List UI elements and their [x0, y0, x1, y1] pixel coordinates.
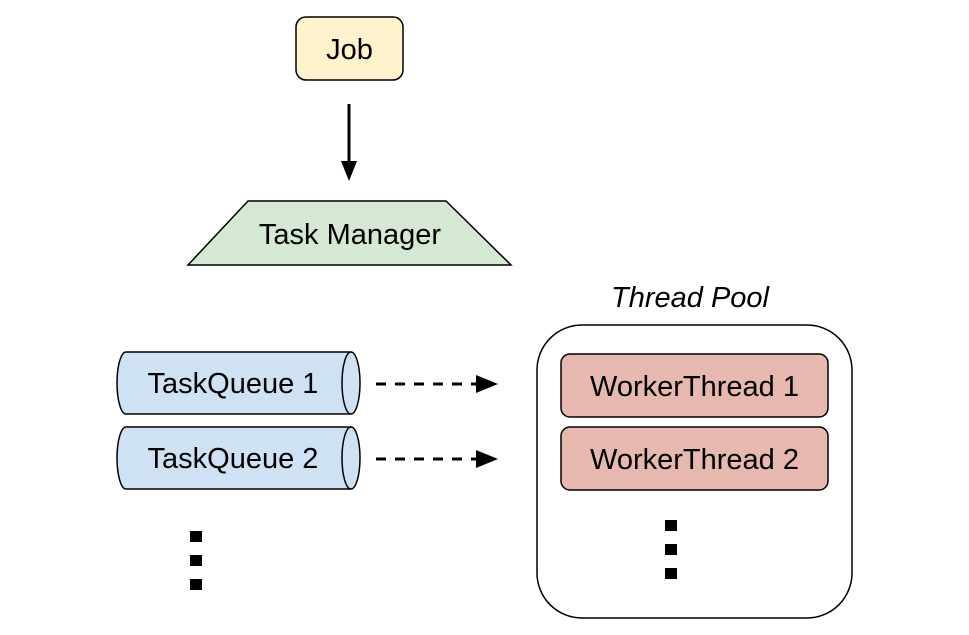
- worker-thread-2-label: WorkerThread 2: [590, 444, 799, 476]
- task-queue-1-label: TaskQueue 1: [148, 368, 319, 400]
- task-queue-2-node: TaskQueue 2: [116, 426, 361, 490]
- task-queue-2-label: TaskQueue 2: [148, 443, 319, 475]
- worker-thread-1-box: [560, 353, 829, 418]
- job-to-task-manager-arrow: [341, 104, 357, 181]
- queue-ellipsis: [190, 531, 202, 590]
- queue-2-to-worker-2-arrow: [376, 450, 498, 468]
- worker-thread-1-label: WorkerThread 1: [590, 371, 799, 403]
- thread-pool-title: Thread Pool: [611, 282, 771, 314]
- job-box: [295, 16, 404, 81]
- job-label: Job: [326, 34, 373, 66]
- worker-ellipsis: [665, 520, 677, 579]
- task-manager-shape: [186, 200, 513, 266]
- task-queue-1-node: TaskQueue 1: [116, 351, 361, 415]
- worker-thread-2-box: [560, 426, 829, 491]
- job-node: Job: [295, 16, 404, 81]
- task-manager-label: Task Manager: [259, 219, 441, 251]
- task-queue-1-end: [341, 351, 352, 415]
- worker-thread-2-node: WorkerThread 2: [560, 426, 829, 491]
- worker-thread-1-node: WorkerThread 1: [560, 353, 829, 418]
- task-manager-node: Task Manager: [186, 200, 513, 266]
- queue-1-to-worker-1-arrow: [376, 375, 498, 393]
- task-queue-2-end: [341, 426, 352, 490]
